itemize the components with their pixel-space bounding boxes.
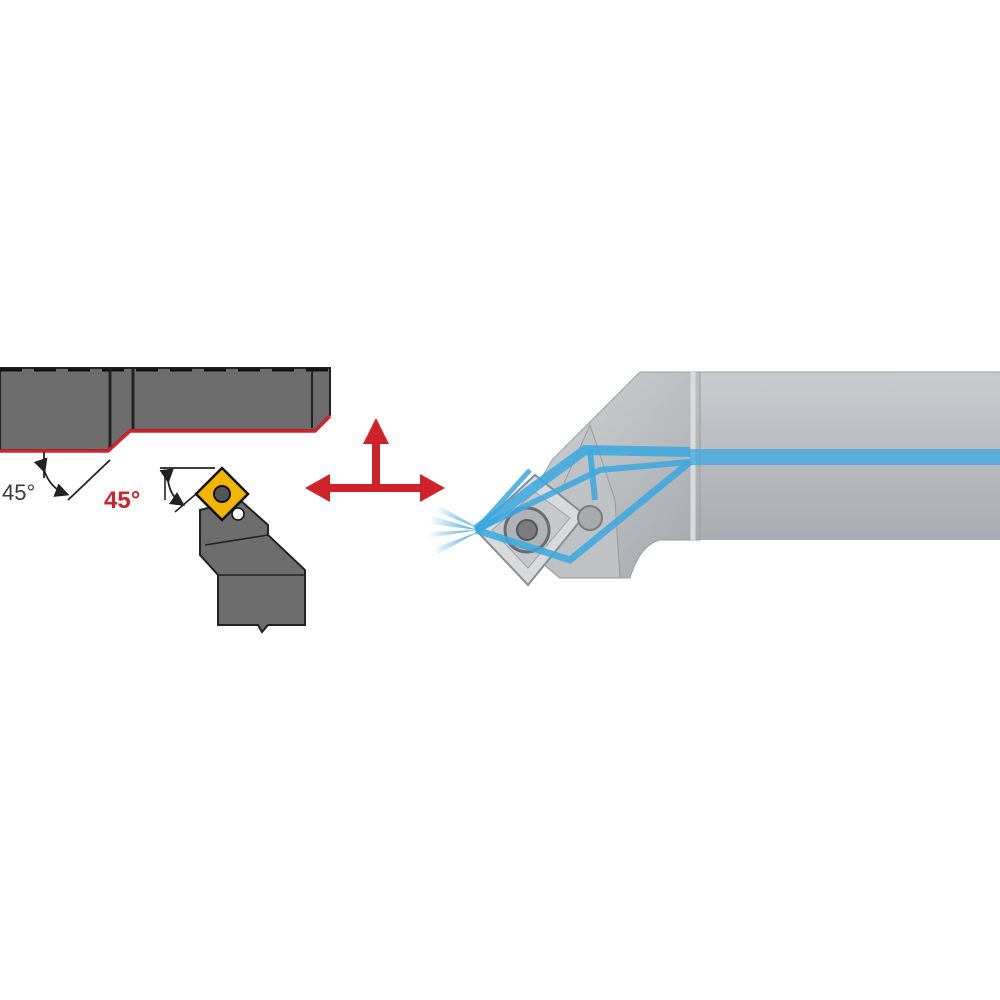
- insert-holder-top-view: [194, 466, 306, 634]
- toolholder-render: [428, 371, 1000, 587]
- insert-angle-indicator: 45°: [104, 467, 215, 514]
- coolant-channel: [473, 444, 1000, 564]
- insert-angle-label: 45°: [104, 487, 140, 514]
- holder-angle-label: 45°: [2, 480, 35, 505]
- holder-angle-indicator: 45°: [2, 452, 111, 505]
- holder-side-view: [0, 367, 332, 453]
- feed-direction-arrows-icon: [305, 418, 445, 502]
- coolant-spray-icon: [428, 506, 478, 555]
- insert-square-icon: [194, 466, 250, 522]
- insert-diamond-icon: [474, 473, 603, 587]
